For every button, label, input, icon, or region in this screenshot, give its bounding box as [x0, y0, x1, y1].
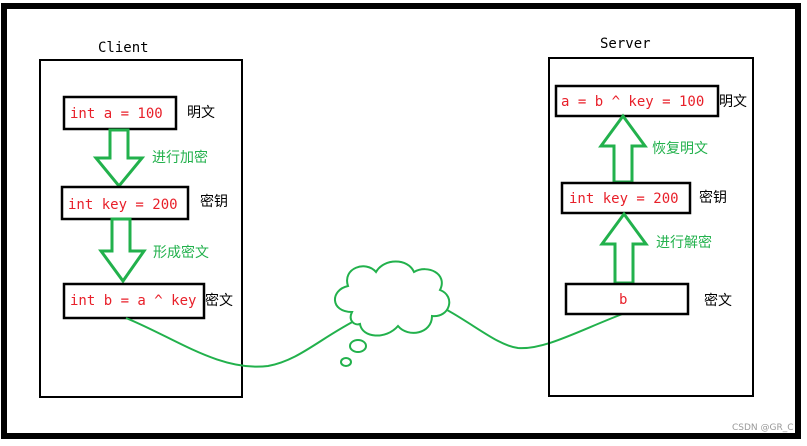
server-restore-arrow-icon	[598, 113, 648, 184]
client-ciphertext-box	[62, 282, 206, 320]
client-encrypt-arrow-icon	[92, 128, 146, 189]
server-title: Server	[600, 36, 651, 52]
network-cloud-icon	[334, 260, 451, 367]
watermark: CSDN @GR_C	[732, 423, 794, 433]
outer-frame	[1, 3, 801, 439]
server-decrypt-arrow-icon	[599, 211, 649, 285]
server-ciphertext-label: 密文	[704, 292, 732, 309]
client-form-cipher-arrow-icon	[98, 217, 147, 284]
client-key-label: 密钥	[200, 193, 228, 210]
client-encrypt-label: 进行加密	[152, 149, 208, 166]
server-decrypt-label: 进行解密	[656, 234, 712, 251]
client-title: Client	[98, 40, 149, 56]
server-ciphertext-text: b	[619, 292, 627, 308]
server-key-box	[560, 181, 692, 215]
server-ciphertext-box	[564, 282, 690, 316]
server-plaintext-box	[554, 84, 720, 118]
server-key-label: 密钥	[699, 189, 727, 206]
server-panel	[548, 57, 754, 397]
server-network-link	[427, 299, 626, 350]
client-panel	[39, 59, 243, 398]
client-key-text: int key = 200	[68, 197, 178, 213]
server-restore-label: 恢复明文	[652, 140, 708, 157]
server-plaintext-label: 明文	[719, 94, 747, 110]
server-plaintext-text: a = b ^ key = 100	[561, 94, 704, 110]
client-ciphertext-text: int b = a ^ key	[70, 293, 196, 309]
server-key-text: int key = 200	[569, 191, 679, 207]
client-network-link	[125, 317, 361, 368]
client-plaintext-label: 明文	[187, 105, 215, 121]
client-plaintext-text: int a = 100	[70, 106, 163, 122]
client-form-cipher-label: 形成密文	[153, 244, 209, 261]
client-ciphertext-label: 密文	[205, 292, 233, 309]
